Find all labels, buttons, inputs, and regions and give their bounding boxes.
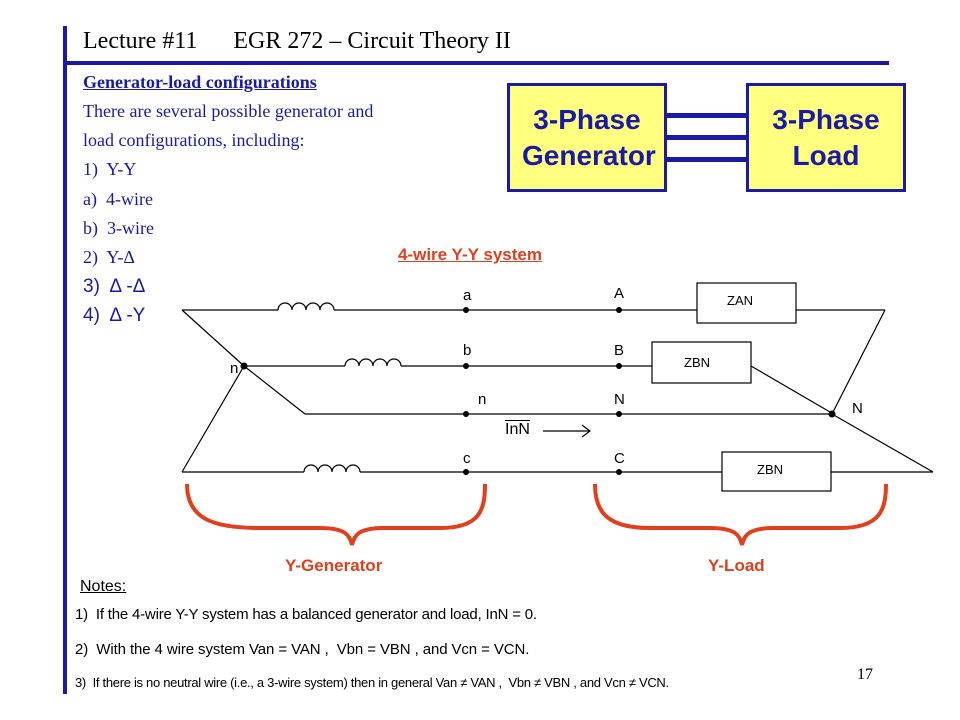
node-label: b	[463, 342, 472, 359]
neutral-current-label: InN	[505, 420, 530, 438]
generator-brace	[185, 483, 487, 546]
load-brace	[593, 483, 888, 546]
node-label: B	[614, 342, 625, 359]
note-item: 2) With the 4 wire system Van = VAN , Vb…	[75, 641, 530, 658]
y-load-label: Y-Load	[708, 556, 765, 575]
text-line: load configurations, including:	[83, 130, 305, 150]
slide-title: Lecture #11 EGR 272 – Circuit Theory II	[83, 28, 511, 54]
phase-wire	[667, 113, 746, 118]
node-dot	[463, 307, 469, 313]
node-label: N	[614, 391, 625, 408]
header-rule	[63, 61, 889, 65]
node-dot	[463, 363, 469, 369]
node-dot	[463, 411, 469, 417]
circuit-heading: 4-wire Y-Y system	[398, 245, 542, 264]
text-line: b) 3-wire	[83, 218, 154, 238]
node-label: n	[478, 391, 487, 408]
node-label: a	[463, 287, 472, 304]
text-line: 3) Δ -Δ	[83, 276, 146, 297]
generator-block: 3-Phase Generator	[507, 83, 667, 192]
page-number: 17	[857, 666, 873, 683]
node-dot	[616, 411, 622, 417]
notes-title: Notes:	[80, 578, 127, 595]
text-line: 2) Y-Δ	[83, 247, 135, 267]
node-label: C	[614, 450, 625, 467]
impedance-label: ZBN	[757, 462, 783, 477]
node-dot	[463, 469, 469, 475]
note-item: 3) If there is no neutral wire (i.e., a …	[75, 675, 669, 690]
center-node-label: N	[852, 400, 863, 417]
node-label: A	[614, 285, 625, 302]
text-line: a) 4-wire	[83, 189, 153, 209]
phase-wire	[667, 157, 746, 162]
text-line: 4) Δ -Y	[83, 305, 146, 326]
load-block: 3-Phase Load	[746, 83, 906, 192]
node-label: c	[463, 450, 471, 467]
center-node-label: n	[230, 360, 239, 377]
node-dot	[240, 362, 248, 370]
y-generator-label: Y-Generator	[285, 556, 383, 575]
generator-label: 3-Phase Generator	[522, 103, 656, 171]
node-dot	[616, 363, 622, 369]
left-rule	[63, 26, 67, 694]
impedance-label: ZAN	[727, 293, 753, 308]
note-item: 1) If the 4-wire Y-Y system has a balanc…	[75, 606, 537, 623]
node-dot	[616, 307, 622, 313]
phase-wire	[667, 135, 746, 140]
section-subtitle: Generator-load configurations	[83, 72, 317, 92]
load-label: 3-Phase Load	[772, 103, 880, 171]
text-line: 1) Y-Y	[83, 159, 137, 179]
node-dot	[616, 469, 622, 475]
text-line: There are several possible generator and	[83, 101, 374, 121]
impedance-label: ZBN	[684, 355, 710, 370]
node-dot	[828, 410, 836, 418]
